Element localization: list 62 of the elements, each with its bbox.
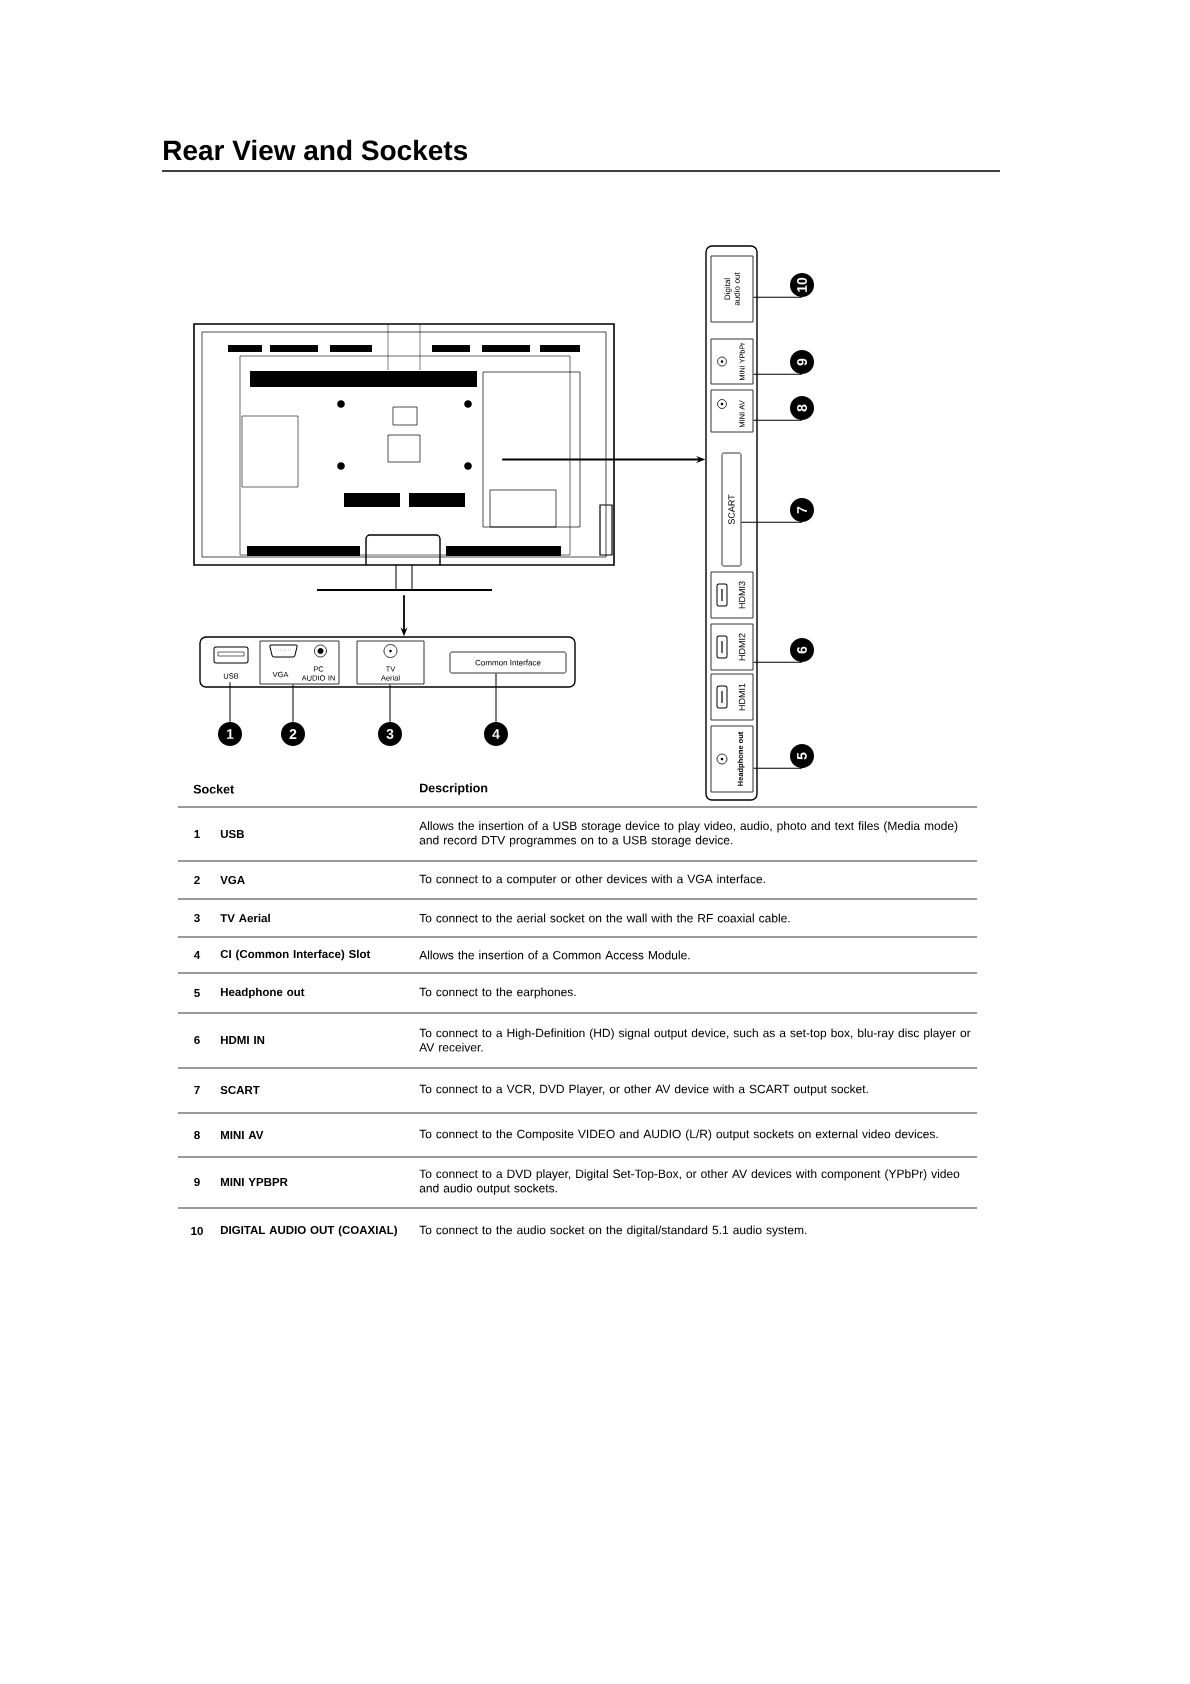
- row-number: 6: [194, 1035, 200, 1045]
- callout-number: 1: [218, 722, 242, 746]
- socket-name: TV Aerial: [220, 913, 270, 923]
- socket-name: USB: [220, 829, 244, 839]
- slot-box: SCART: [721, 452, 742, 567]
- leader-line: [752, 373, 803, 375]
- socket-description: Allows the insertion of a Common Access Module.: [419, 950, 690, 960]
- socket-name: CI (Common Interface) Slot: [220, 949, 371, 961]
- leader-line: [752, 661, 803, 663]
- socket-name: MINI AV: [220, 1131, 264, 1139]
- leader-line: [752, 296, 803, 298]
- row-number: 8: [194, 1130, 200, 1140]
- socket-description: To connect to a High-Definition (HD) signal output device, such as a set-top box, blu-ray disc player or AV receiver.: [419, 1028, 971, 1052]
- leader-line: [740, 521, 803, 523]
- callout-number: 8: [790, 396, 814, 420]
- socket-name: MINI YPBPR: [220, 1178, 288, 1186]
- socket-box: Digital audio out: [710, 255, 754, 323]
- callout-number: 9: [790, 350, 814, 374]
- leader-line: [292, 683, 294, 723]
- socket-description: To connect to a computer or other devices with a VGA interface.: [419, 874, 765, 886]
- callout-number: 4: [484, 722, 508, 746]
- socket-name: Headphone out: [220, 987, 305, 999]
- row-number: 1: [194, 830, 200, 838]
- leader-line: [389, 683, 391, 723]
- slot-box: Common Interface: [449, 651, 567, 674]
- page-title: Rear View and Sockets: [164, 139, 468, 161]
- callout-number: 2: [281, 722, 305, 746]
- socket-box: HDMI1: [710, 673, 754, 721]
- callout-number: 5: [790, 744, 814, 768]
- socket-description: Allows the insertion of a USB storage device to play video, audio, photo and text files (Media mode) and record DTV programmes on to a USB storage device.: [419, 821, 958, 847]
- socket-panel: [705, 245, 758, 801]
- row-number: 9: [194, 1177, 200, 1187]
- row-number: 3: [194, 913, 200, 923]
- leader-line: [752, 419, 803, 421]
- callout-number: 10: [790, 273, 814, 297]
- row-number: 5: [194, 989, 200, 997]
- row-number: 7: [194, 1086, 200, 1094]
- callout-number: 3: [378, 722, 402, 746]
- socket-description: To connect to a VCR, DVD Player, or other AV device with a SCART output socket.: [419, 1084, 868, 1096]
- tv-rear-drawing: [193, 323, 615, 592]
- socket-name: SCART: [220, 1085, 260, 1095]
- socket-box: HDMI3: [710, 571, 754, 619]
- socket-description: To connect to the audio socket on the digital/standard 5.1 audio system.: [419, 1225, 807, 1237]
- callout-number: 7: [790, 498, 814, 522]
- socket-description: To connect to a DVD player, Digital Set-Top-Box, or other AV devices with component (YPbPr) video and audio output sockets.: [419, 1169, 960, 1195]
- leader-line: [495, 672, 497, 723]
- row-number: 4: [194, 951, 201, 959]
- socket-box: HDMI2: [710, 623, 754, 671]
- leader-line: [752, 767, 803, 769]
- row-number: 2: [194, 876, 200, 885]
- leader-line: [229, 681, 231, 723]
- callout-number: 6: [790, 638, 814, 662]
- socket-description: To connect to the earphones.: [419, 987, 576, 999]
- socket-panel: [199, 636, 576, 688]
- socket-description: To connect to the Composite VIDEO and AUDIO (L/R) output sockets on external video devices.: [419, 1129, 938, 1141]
- socket-description: To connect to the aerial socket on the wall with the RF coaxial cable.: [419, 913, 790, 923]
- column-header: Socket: [193, 784, 235, 794]
- row-number: 10: [191, 1226, 203, 1236]
- socket-name: HDMI IN: [220, 1036, 265, 1044]
- column-header: Description: [420, 783, 488, 795]
- socket-name: VGA: [220, 875, 245, 885]
- socket-name: DIGITAL AUDIO OUT (COAXIAL): [220, 1225, 397, 1237]
